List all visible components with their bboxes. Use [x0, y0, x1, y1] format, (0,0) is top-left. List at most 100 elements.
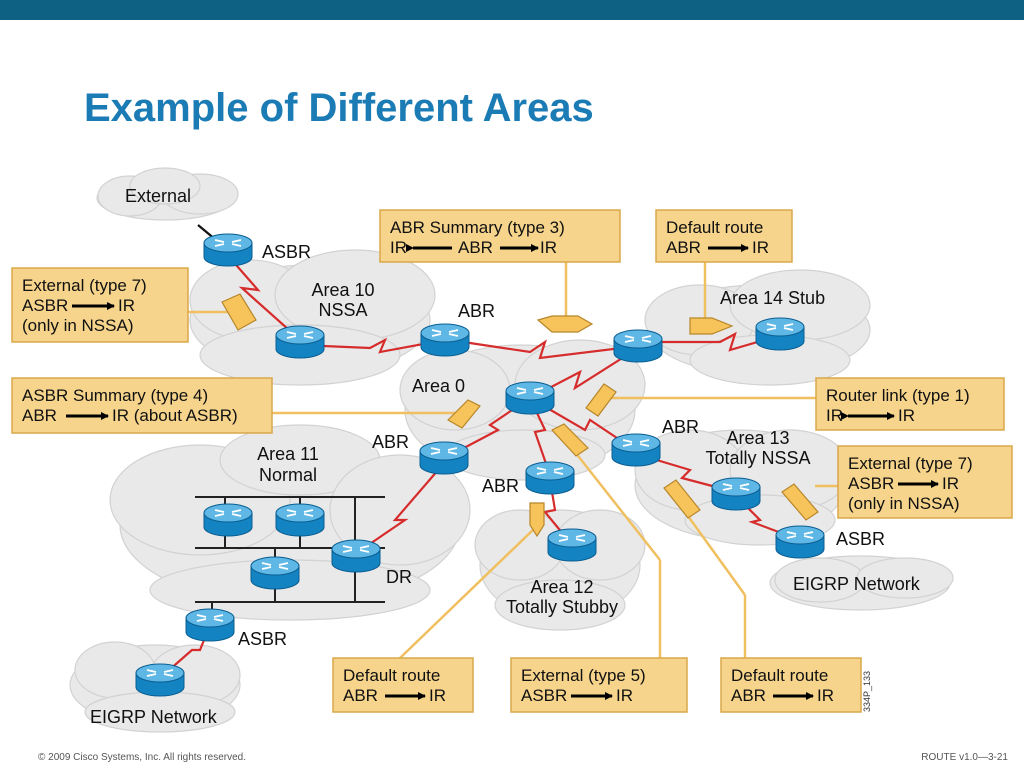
router-area14-icon [755, 317, 805, 351]
router-asbr-left-icon [185, 608, 235, 642]
abr-area12-label: ABR [482, 476, 519, 496]
callout-external-type7-right: External (type 7) ASBR IR (only in NSSA) [837, 445, 1013, 519]
svg-text:External (type 7): External (type 7) [22, 276, 147, 295]
page-title: Example of Different Areas [84, 86, 594, 130]
svg-text:(only in NSSA): (only in NSSA) [848, 494, 959, 513]
svg-text:IR: IR [942, 474, 959, 493]
abr-area10-label: ABR [458, 301, 495, 321]
svg-text:Router link (type 1): Router link (type 1) [826, 386, 970, 405]
callout-router-link: Router link (type 1) IR IR [815, 377, 1005, 431]
asbr-right-label: ASBR [836, 529, 885, 549]
lsa-marker-area14 [689, 317, 734, 335]
router-area11-c-icon [250, 556, 300, 590]
area12-label-line1: Area 12 [530, 577, 593, 597]
eigrp-right-label: EIGRP Network [793, 574, 921, 594]
lsa-marker-area0-left [447, 399, 481, 429]
router-abr-area14-icon [613, 329, 663, 363]
lsa-marker-area10 [221, 293, 257, 331]
svg-text:IR: IR [752, 238, 769, 257]
area10-label-line2: NSSA [318, 300, 367, 320]
lsa-marker-area0-right [585, 383, 617, 417]
area13-label-line2: Totally NSSA [705, 448, 810, 468]
svg-text:ASBR Summary (type 4): ASBR Summary (type 4) [22, 386, 208, 405]
router-abr-area10-icon [420, 323, 470, 357]
router-abr-area11-icon [419, 441, 469, 475]
svg-text:IR: IR [540, 238, 557, 257]
footer-course: ROUTE v1.0—3-21 [921, 752, 1008, 763]
callout-default-route-bottom-right: Default route ABR IR [720, 657, 862, 713]
svg-text:IR: IR [429, 686, 446, 705]
svg-text:IR: IR [616, 686, 633, 705]
svg-text:IR (about ASBR): IR (about ASBR) [112, 406, 238, 425]
router-dr-icon [331, 539, 381, 573]
abr-area11-label: ABR [372, 432, 409, 452]
eigrp-right-cloud [769, 555, 954, 611]
svg-text:ABR: ABR [22, 406, 57, 425]
svg-text:(only in NSSA): (only in NSSA) [22, 316, 133, 335]
svg-text:ABR: ABR [666, 238, 701, 257]
callout-external-type5: External (type 5) ASBR IR [510, 657, 688, 713]
lsa-marker-area0-down [551, 423, 589, 457]
router-area12-icon [547, 528, 597, 562]
callout-abr-summary: ABR Summary (type 3) IR ABR IR [379, 209, 621, 263]
svg-text:ASBR: ASBR [22, 296, 68, 315]
router-abr-area12-icon [525, 461, 575, 495]
callout-asbr-summary: ASBR Summary (type 4) ABR IR (about ASBR… [11, 377, 273, 434]
asbr-top-label: ASBR [262, 242, 311, 262]
svg-text:ASBR: ASBR [521, 686, 567, 705]
lsa-marker-backbone-top [536, 315, 594, 333]
router-asbr-right-icon [775, 525, 825, 559]
router-area11-a-icon [203, 503, 253, 537]
eigrp-left-cloud [69, 641, 241, 733]
svg-text:Default route: Default route [666, 218, 763, 237]
router-abr-area13-icon [611, 433, 661, 467]
lsa-marker-area13-left [663, 479, 701, 519]
svg-text:Default route: Default route [343, 666, 440, 685]
abr-area13-label: ABR [662, 417, 699, 437]
router-area13-icon [711, 477, 761, 511]
router-area10-icon [275, 325, 325, 359]
area11-label-line2: Normal [259, 465, 317, 485]
callout-leaders [188, 262, 840, 659]
callout-external-type7-left: External (type 7) ASBR IR (only in NSSA) [11, 267, 189, 343]
svg-text:IR: IR [390, 238, 407, 257]
svg-text:IR: IR [826, 406, 843, 425]
external-cloud-label: External [125, 186, 191, 206]
svg-text:ASBR: ASBR [848, 474, 894, 493]
figure-id: 334P_133 [862, 670, 872, 712]
svg-text:IR: IR [817, 686, 834, 705]
dr-label: DR [386, 567, 412, 587]
area0-label: Area 0 [412, 376, 465, 396]
svg-text:ABR: ABR [731, 686, 766, 705]
svg-text:External (type 7): External (type 7) [848, 454, 973, 473]
area12-label-line2: Totally Stubby [506, 597, 618, 617]
lsa-markers [221, 293, 819, 538]
svg-text:ABR: ABR [343, 686, 378, 705]
top-banner [0, 0, 1024, 20]
area10-label-line1: Area 10 [311, 280, 374, 300]
router-area11-b-icon [275, 503, 325, 537]
svg-text:External (type 5): External (type 5) [521, 666, 646, 685]
router-eigrp-left-icon [135, 663, 185, 697]
external-cloud [96, 167, 239, 221]
lsa-marker-area13-right [781, 483, 819, 521]
eigrp-left-label: EIGRP Network [90, 707, 218, 727]
svg-text:Default route: Default route [731, 666, 828, 685]
footer-copyright: © 2009 Cisco Systems, Inc. All rights re… [38, 752, 247, 763]
asbr-left-label: ASBR [238, 629, 287, 649]
router-asbr-top-icon [203, 233, 253, 267]
area11-label-line1: Area 11 [257, 444, 319, 464]
lsa-marker-area12 [529, 502, 545, 538]
router-area0-core-icon [505, 381, 555, 415]
callout-default-route-bottom-left: Default route ABR IR [332, 657, 474, 713]
svg-text:IR: IR [898, 406, 915, 425]
svg-text:IR: IR [118, 296, 135, 315]
svg-text:ABR: ABR [458, 238, 493, 257]
svg-text:ABR Summary (type 3): ABR Summary (type 3) [390, 218, 565, 237]
callout-default-route-top: Default route ABR IR [655, 209, 793, 263]
area14-label: Area 14 Stub [720, 288, 825, 308]
area13-label-line1: Area 13 [726, 428, 789, 448]
area10-cloud [189, 249, 436, 386]
area12-cloud [474, 509, 646, 631]
